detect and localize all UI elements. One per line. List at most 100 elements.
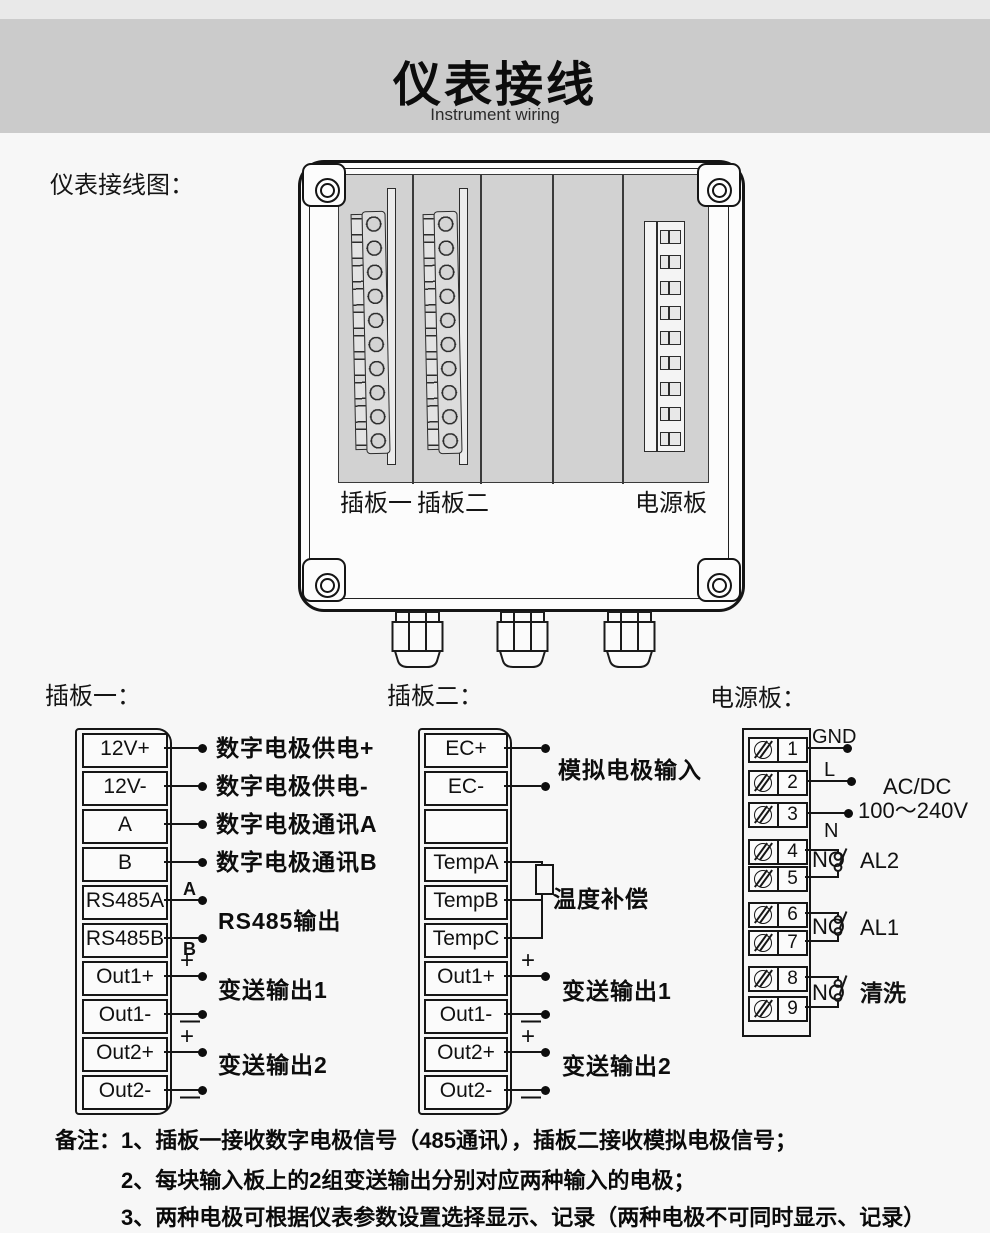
screw-icon bbox=[707, 573, 732, 598]
slot1-label: 插板一 bbox=[340, 491, 412, 517]
screw-terminal-icon bbox=[748, 902, 779, 928]
power-terminal-number: 4 bbox=[777, 839, 808, 865]
terminal: Out1+ bbox=[424, 961, 508, 996]
power-terminal-number: 9 bbox=[777, 996, 808, 1022]
minus-mark: — bbox=[180, 1086, 200, 1108]
wire-dot bbox=[198, 744, 207, 753]
wire bbox=[164, 747, 199, 749]
acdc-label: AC/DC bbox=[883, 774, 952, 799]
wire-dot bbox=[541, 744, 550, 753]
gnd-label: GND bbox=[812, 726, 857, 748]
relay-name: AL2 bbox=[860, 848, 900, 873]
terminal: Out1- bbox=[82, 999, 168, 1034]
wire bbox=[504, 747, 541, 749]
no-label: NO bbox=[812, 847, 845, 872]
wire-dot bbox=[198, 1048, 207, 1057]
wire bbox=[164, 975, 199, 977]
wire-dot bbox=[198, 858, 207, 867]
power-terminal-number: 2 bbox=[777, 770, 808, 796]
wire-dot bbox=[198, 1010, 207, 1019]
note-line-2: 2、每块输入板上的2组变送输出分别对应两种输入的电极； bbox=[121, 1168, 696, 1193]
slot-divider bbox=[480, 174, 482, 484]
neutral-label: N bbox=[824, 820, 839, 842]
power-slot-label: 电源板 bbox=[635, 491, 707, 517]
wire-label: 数字电极通讯A bbox=[216, 811, 378, 837]
rs485-a-mark: A bbox=[183, 879, 196, 899]
board2-connector bbox=[418, 728, 512, 1115]
power-terminal-slot bbox=[660, 255, 681, 269]
cable-gland-icon bbox=[391, 611, 444, 668]
slot-divider bbox=[622, 174, 624, 484]
page-subtitle: Instrument wiring bbox=[430, 105, 560, 124]
wire-dot bbox=[541, 1086, 550, 1095]
wire bbox=[806, 747, 845, 749]
terminal: EC- bbox=[424, 771, 508, 806]
power-terminal-slot bbox=[660, 331, 681, 345]
wire-label: 模拟电极输入 bbox=[558, 757, 702, 783]
wire bbox=[504, 861, 543, 863]
wire bbox=[164, 899, 199, 901]
cable-gland-icon bbox=[603, 611, 656, 668]
terminal: 12V- bbox=[82, 771, 168, 806]
no-contact-icon bbox=[805, 848, 848, 878]
notes-prefix: 备注： bbox=[55, 1128, 122, 1153]
minus-mark: — bbox=[521, 1010, 541, 1032]
wire bbox=[504, 975, 542, 977]
page-title: 仪表接线 bbox=[392, 59, 597, 112]
slot-divider bbox=[412, 174, 414, 484]
plus-mark: + bbox=[180, 1023, 195, 1050]
cable-gland-icon bbox=[496, 611, 549, 668]
wire-dot bbox=[198, 820, 207, 829]
terminal: EC+ bbox=[424, 733, 508, 768]
wire-dot bbox=[541, 782, 550, 791]
wire-label: 变送输出1 bbox=[562, 978, 672, 1004]
terminal: RS485B bbox=[82, 923, 168, 958]
wire-dot bbox=[198, 934, 207, 943]
power-connector bbox=[742, 728, 811, 1037]
terminal: TempA bbox=[424, 847, 508, 882]
title-band: 仪表接线 Instrument wiring bbox=[0, 19, 990, 133]
wire-label: RS485输出 bbox=[218, 908, 342, 934]
no-contact-icon bbox=[805, 975, 848, 1008]
screw-terminal-icon bbox=[748, 770, 779, 796]
resistor-icon bbox=[535, 864, 554, 895]
wire bbox=[164, 1051, 199, 1053]
plus-mark: + bbox=[521, 1023, 536, 1050]
screw-terminal-icon bbox=[748, 996, 779, 1022]
no-label: NO bbox=[812, 914, 845, 939]
note-line-1: 备注：1、插板一接收数字电极信号（485通讯），插板二接收模拟电极信号； bbox=[55, 1128, 797, 1154]
terminal: A bbox=[82, 809, 168, 844]
terminal: Out2+ bbox=[82, 1037, 168, 1072]
power-terminal-slot bbox=[660, 230, 681, 244]
power-title: 电源板： bbox=[710, 686, 806, 712]
screw-terminal-icon bbox=[748, 839, 779, 865]
terminal: TempC bbox=[424, 923, 508, 958]
live-label: L bbox=[824, 759, 836, 781]
terminal: 12V+ bbox=[82, 733, 168, 768]
wire bbox=[504, 937, 543, 939]
wire bbox=[806, 780, 849, 782]
wire bbox=[504, 1013, 542, 1015]
wire-label: 数字电极供电- bbox=[216, 773, 369, 799]
enclosure-inner-frame bbox=[309, 168, 729, 599]
screw-icon bbox=[712, 183, 727, 198]
no-contact-icon bbox=[805, 911, 848, 942]
screw-terminal-icon bbox=[748, 737, 779, 763]
wire bbox=[504, 1051, 542, 1053]
terminal: Out1+ bbox=[82, 961, 168, 996]
wire-label: 变送输出2 bbox=[562, 1053, 672, 1079]
wire bbox=[164, 937, 199, 939]
wire-label: 变送输出2 bbox=[218, 1052, 328, 1078]
board1-connector bbox=[75, 728, 172, 1115]
wire bbox=[806, 812, 846, 814]
top-strip bbox=[0, 0, 990, 19]
wire-dot bbox=[198, 1086, 207, 1095]
wire bbox=[164, 861, 199, 863]
wire-label: 温度补偿 bbox=[553, 886, 649, 912]
relay-name: 清洗 bbox=[860, 980, 906, 1006]
terminal: B bbox=[82, 847, 168, 882]
power-terminal-slot bbox=[660, 407, 681, 421]
rs485-b-mark: B bbox=[183, 939, 196, 959]
wire-dot bbox=[541, 1010, 550, 1019]
